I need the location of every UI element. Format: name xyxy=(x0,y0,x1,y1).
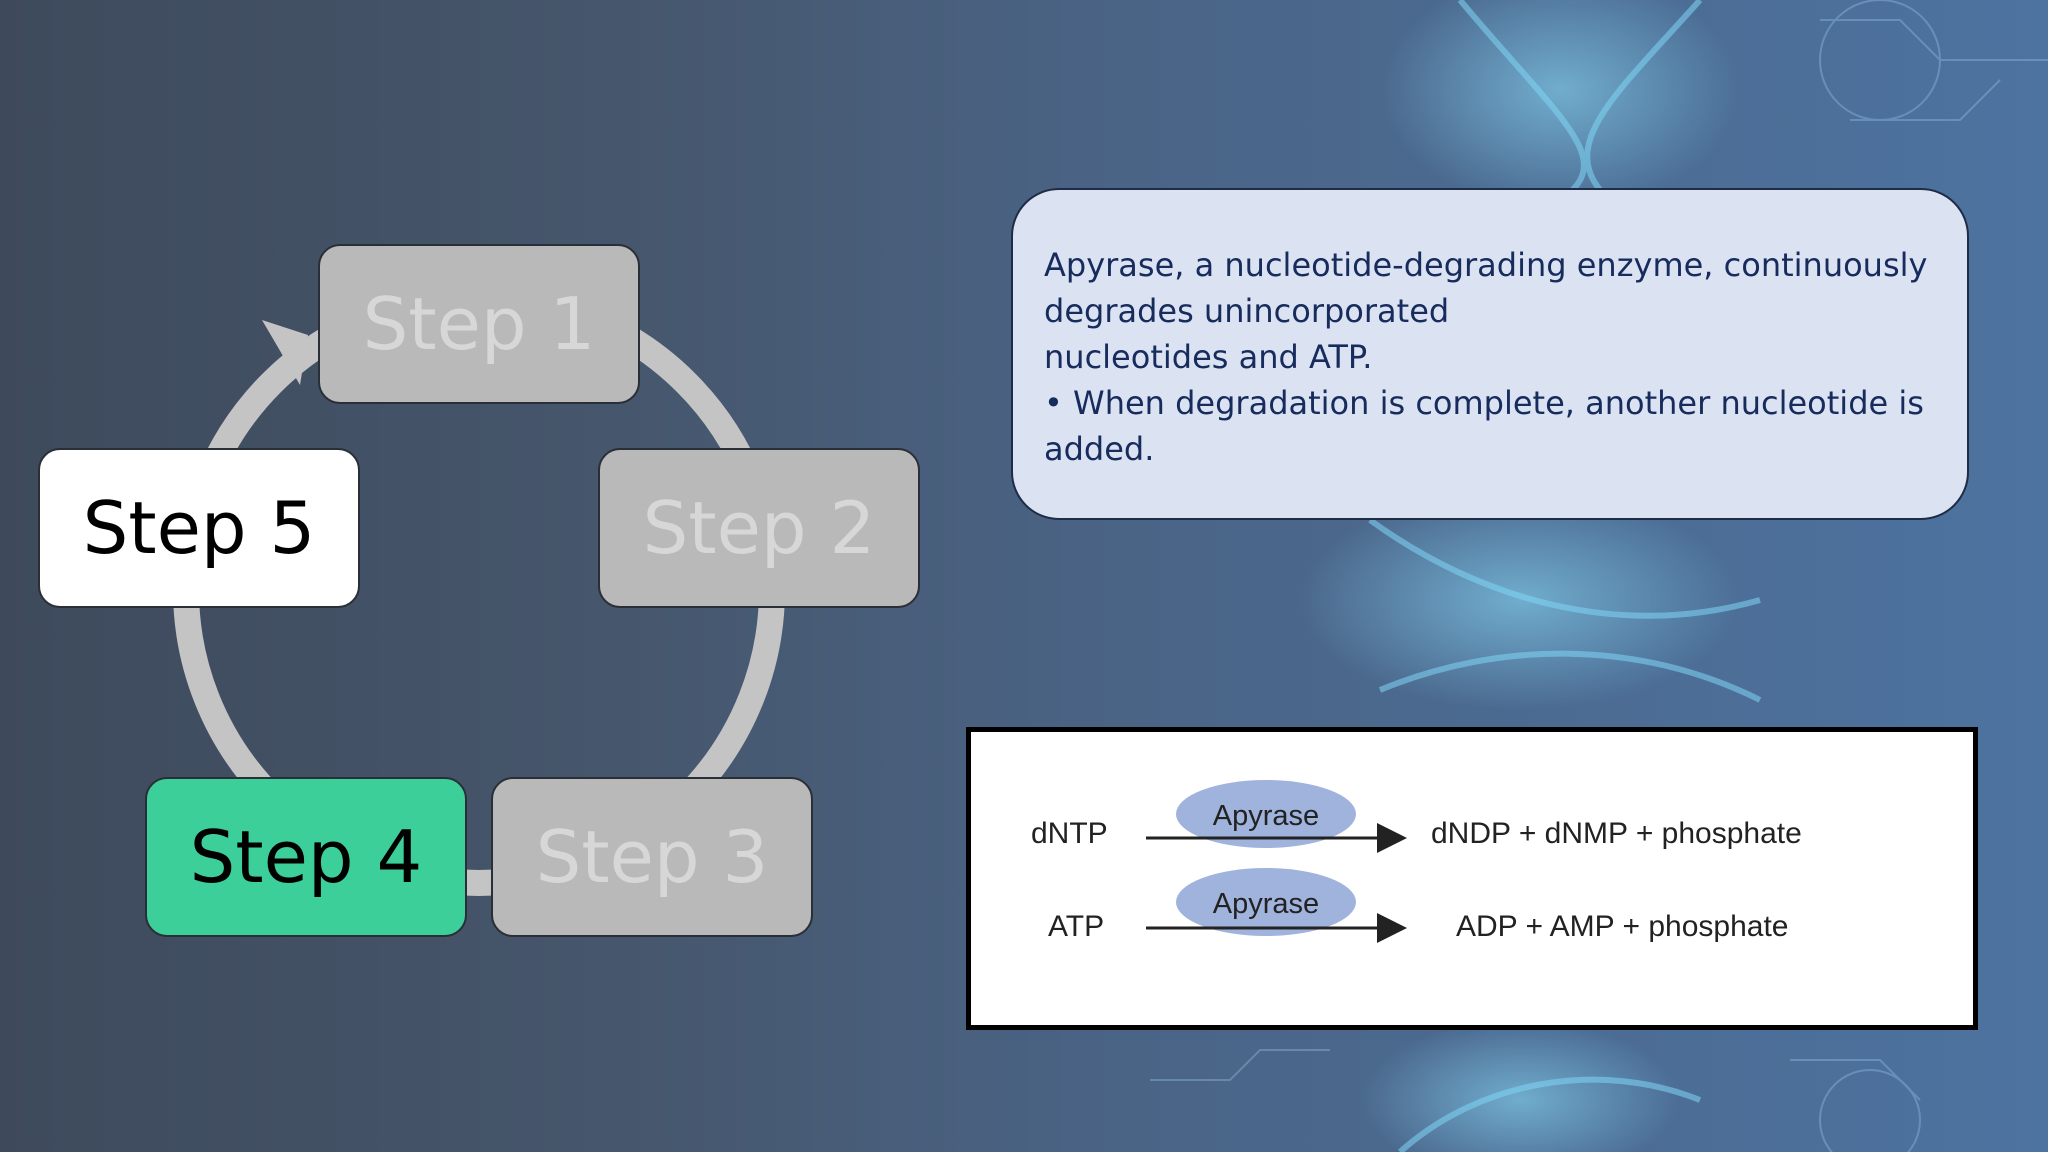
enzyme-label-1: Apyrase xyxy=(1213,800,1319,832)
step-3-label: Step 3 xyxy=(535,815,769,899)
products-row-2: ADP + AMP + phosphate xyxy=(1456,910,1788,943)
step-5-label: Step 5 xyxy=(82,486,316,570)
substrate-atp: ATP xyxy=(1048,910,1104,943)
step-1-label: Step 1 xyxy=(362,282,596,366)
step-4-label: Step 4 xyxy=(189,815,423,899)
step-2-box[interactable]: Step 2 xyxy=(598,448,920,608)
apyrase-note-box: Apyrase, a nucleotide-degrading enzyme, … xyxy=(1011,188,1969,520)
note-line-2: nucleotides and ATP. xyxy=(1044,338,1373,376)
step-1-box[interactable]: Step 1 xyxy=(318,244,640,404)
step-3-box[interactable]: Step 3 xyxy=(491,777,813,937)
enzyme-label-2: Apyrase xyxy=(1213,888,1319,920)
reaction-diagram: dNTP Apyrase dNDP + dNMP + phosphate ATP… xyxy=(1031,780,1802,943)
cycle-arrowhead-icon xyxy=(262,320,308,385)
step-4-box[interactable]: Step 4 xyxy=(145,777,467,937)
products-row-1: dNDP + dNMP + phosphate xyxy=(1431,817,1802,850)
apyrase-reaction-figure: dNTP Apyrase dNDP + dNMP + phosphate ATP… xyxy=(966,727,1978,1030)
note-line-1: Apyrase, a nucleotide-degrading enzyme, … xyxy=(1044,246,1928,330)
step-2-label: Step 2 xyxy=(642,486,876,570)
enzyme-ellipse-1 xyxy=(1176,780,1356,848)
note-bullet: • When degradation is complete, another … xyxy=(1044,384,1924,468)
enzyme-ellipse-2 xyxy=(1176,868,1356,936)
step-5-box[interactable]: Step 5 xyxy=(38,448,360,608)
substrate-dntp: dNTP xyxy=(1031,817,1108,850)
